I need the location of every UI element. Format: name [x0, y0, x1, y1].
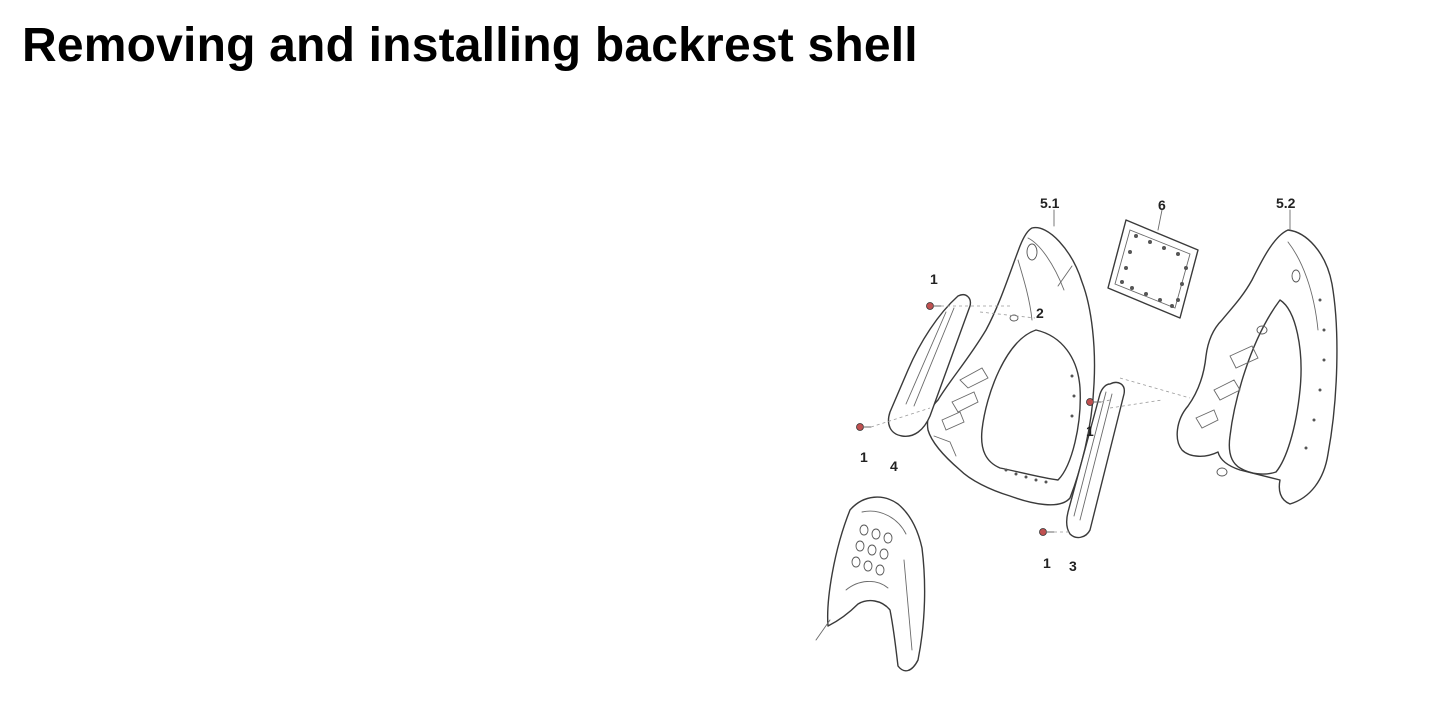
- part-6-panel: [1107, 219, 1199, 319]
- part-3-side-trim-right: [1065, 381, 1125, 539]
- callout-5-1: 5.1: [1040, 195, 1060, 211]
- part-4-side-trim-left: [887, 294, 972, 437]
- callout-3: 3: [1069, 558, 1077, 574]
- screw-icon: [1086, 398, 1102, 406]
- callout-2: 2: [1036, 305, 1044, 321]
- exploded-parts-diagram: 5.1 6 5.2 1 2 1 1 4 1 3: [815, 195, 1338, 672]
- callout-1-top: 1: [930, 271, 938, 287]
- callout-6: 6: [1158, 197, 1166, 213]
- screw-icon: [1039, 528, 1055, 536]
- screw-icon: [926, 302, 942, 310]
- page-title: Removing and installing backrest shell: [22, 19, 918, 72]
- part-5-2-backrest-shell-rear: [1176, 229, 1338, 505]
- callout-1-bottom: 1: [1043, 555, 1051, 571]
- backrest-cushion-partial: [815, 496, 926, 672]
- callout-1-mid-right: 1: [1086, 423, 1094, 439]
- callout-1-left: 1: [860, 449, 868, 465]
- callout-5-2: 5.2: [1276, 195, 1296, 211]
- screw-icon: [856, 423, 872, 431]
- part-5-1-backrest-shell-front: [926, 226, 1096, 506]
- callout-4: 4: [890, 458, 898, 474]
